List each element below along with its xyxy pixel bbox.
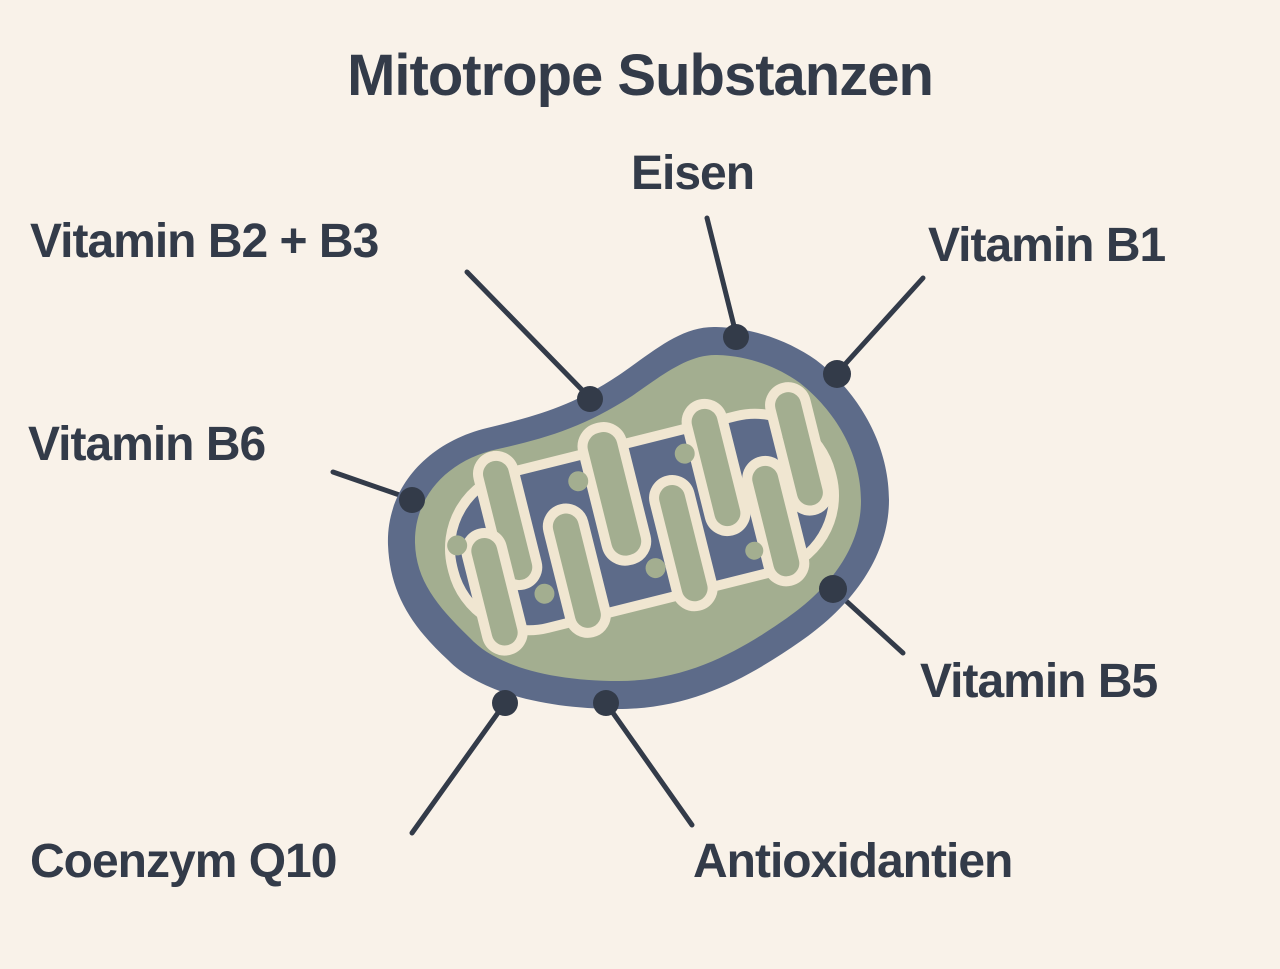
cristae-folds-top (473, 382, 833, 591)
crista-fold (577, 422, 652, 566)
crista-fold (649, 475, 718, 612)
granule (645, 558, 666, 579)
line-antioxidantien (603, 700, 695, 828)
granule (568, 471, 589, 492)
granule (674, 443, 695, 464)
line-coenzym-q10 (409, 700, 508, 836)
crista-fold (473, 450, 543, 591)
matrix-and-cristae (444, 382, 840, 656)
dot-vitamin-b2-b3 (577, 386, 603, 412)
dot-vitamin-b6 (399, 487, 425, 513)
line-vitamin-b2-b3 (464, 269, 591, 399)
crista-fold (742, 455, 810, 587)
line-vitamin-b6 (330, 469, 414, 502)
dot-eisen (723, 324, 749, 350)
label-vitamin-b1: Vitamin B1 (928, 219, 1166, 272)
label-vitamin-b5: Vitamin B5 (920, 655, 1158, 708)
label-vitamin-b6: Vitamin B6 (28, 418, 266, 471)
granule (782, 426, 801, 445)
page-title: Mitotrope Substanzen (347, 43, 934, 108)
crista-fold (461, 528, 528, 656)
crista-fold (681, 398, 751, 537)
granule (745, 541, 764, 560)
cristae-folds-bottom (461, 455, 810, 656)
dot-antioxidantien (593, 690, 619, 716)
dot-coenzym-q10 (492, 690, 518, 716)
label-eisen: Eisen (631, 147, 755, 200)
line-eisen (704, 215, 738, 333)
crista-fold (765, 382, 833, 516)
dot-vitamin-b5 (819, 575, 847, 603)
label-coenzym-q10: Coenzym Q10 (30, 835, 337, 888)
label-antioxidantien: Antioxidantien (693, 835, 1013, 888)
line-vitamin-b1 (835, 275, 926, 375)
matrix-granules (447, 426, 801, 604)
crista-fold (542, 503, 611, 638)
dot-vitamin-b1 (823, 360, 851, 388)
granule (534, 583, 555, 604)
granule (447, 535, 468, 556)
label-vitamin-b2-b3: Vitamin B2 + B3 (30, 215, 379, 268)
connector-dots (399, 324, 851, 716)
